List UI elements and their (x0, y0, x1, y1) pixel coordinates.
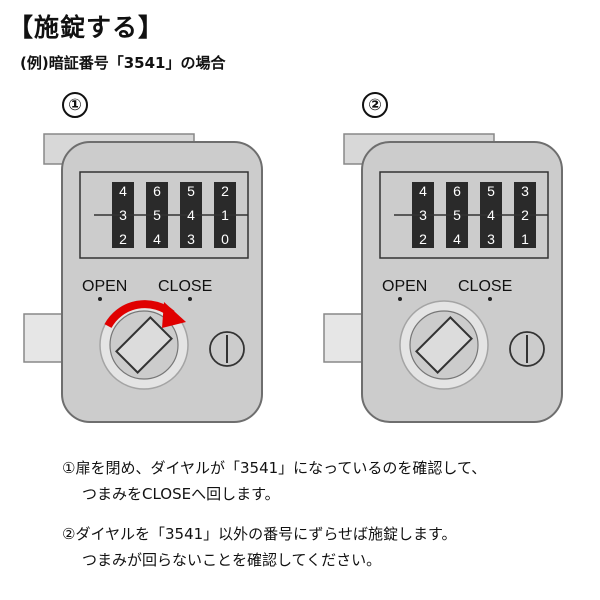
lock-diagram-1: ① 4 3 2 6 5 4 5 4 3 2 1 (22, 92, 292, 432)
digit: 3 (487, 231, 495, 247)
digit: 3 (419, 207, 427, 223)
rotate-arrow-head (162, 302, 186, 328)
open-indicator-dot (98, 297, 102, 301)
instruction-1: ①扉を閉め、ダイヤルが「3541」になっているのを確認して、 つまみをCLOSE… (62, 455, 486, 507)
close-indicator-dot (188, 297, 192, 301)
digit: 3 (187, 231, 195, 247)
close-label: CLOSE (158, 278, 213, 295)
lock-illustration: 4 3 2 6 5 4 5 4 3 2 1 0 (23, 133, 263, 423)
digit: 6 (453, 183, 461, 199)
step-number-1: ① (62, 92, 88, 118)
digit: 4 (419, 183, 427, 199)
digit: 1 (221, 207, 229, 223)
digit: 4 (187, 207, 195, 223)
instruction-2: ②ダイヤルを「3541」以外の番号にずらせば施錠します。 つまみが回らないことを… (62, 521, 457, 573)
digit: 5 (187, 183, 195, 199)
bolt-plate (323, 313, 367, 363)
digit: 2 (521, 207, 529, 223)
knob-handle[interactable] (115, 316, 173, 374)
lock-diagram-2: ② 4 3 2 6 5 4 5 4 3 3 2 1 (322, 92, 592, 432)
digit: 3 (521, 183, 529, 199)
digit: 5 (153, 207, 161, 223)
digit: 5 (453, 207, 461, 223)
digit: 2 (221, 183, 229, 199)
instruction-text: つまみが回らないことを確認してください。 (82, 551, 382, 569)
close-label: CLOSE (458, 278, 513, 295)
page-title: 【施錠する】 (8, 13, 165, 42)
digit: 2 (419, 231, 427, 247)
digit: 6 (153, 183, 161, 199)
lock-illustration: 4 3 2 6 5 4 5 4 3 3 2 1 (323, 133, 563, 423)
instruction-text: ダイヤルを「3541」以外の番号にずらせば施錠します。 (75, 525, 457, 543)
open-label: OPEN (382, 278, 428, 295)
digit: 3 (119, 207, 127, 223)
instruction-text: 扉を閉め、ダイヤルが「3541」になっているのを確認して、 (75, 459, 487, 477)
digit: 4 (153, 231, 161, 247)
digit: 5 (487, 183, 495, 199)
digit: 2 (119, 231, 127, 247)
digit: 4 (119, 183, 127, 199)
bolt-plate (23, 313, 67, 363)
digit: 4 (487, 207, 495, 223)
close-indicator-dot (488, 297, 492, 301)
knob-handle[interactable] (415, 316, 473, 374)
step-number-2: ② (362, 92, 388, 118)
digit: 4 (453, 231, 461, 247)
digit: 0 (221, 231, 229, 247)
instruction-text: つまみをCLOSEへ回します。 (82, 485, 280, 503)
instruction-number: ② (62, 525, 76, 543)
page-subtitle: (例)暗証番号「3541」の場合 (20, 54, 226, 72)
digit: 1 (521, 231, 529, 247)
instruction-number: ① (62, 459, 76, 477)
open-indicator-dot (398, 297, 402, 301)
open-label: OPEN (82, 278, 128, 295)
